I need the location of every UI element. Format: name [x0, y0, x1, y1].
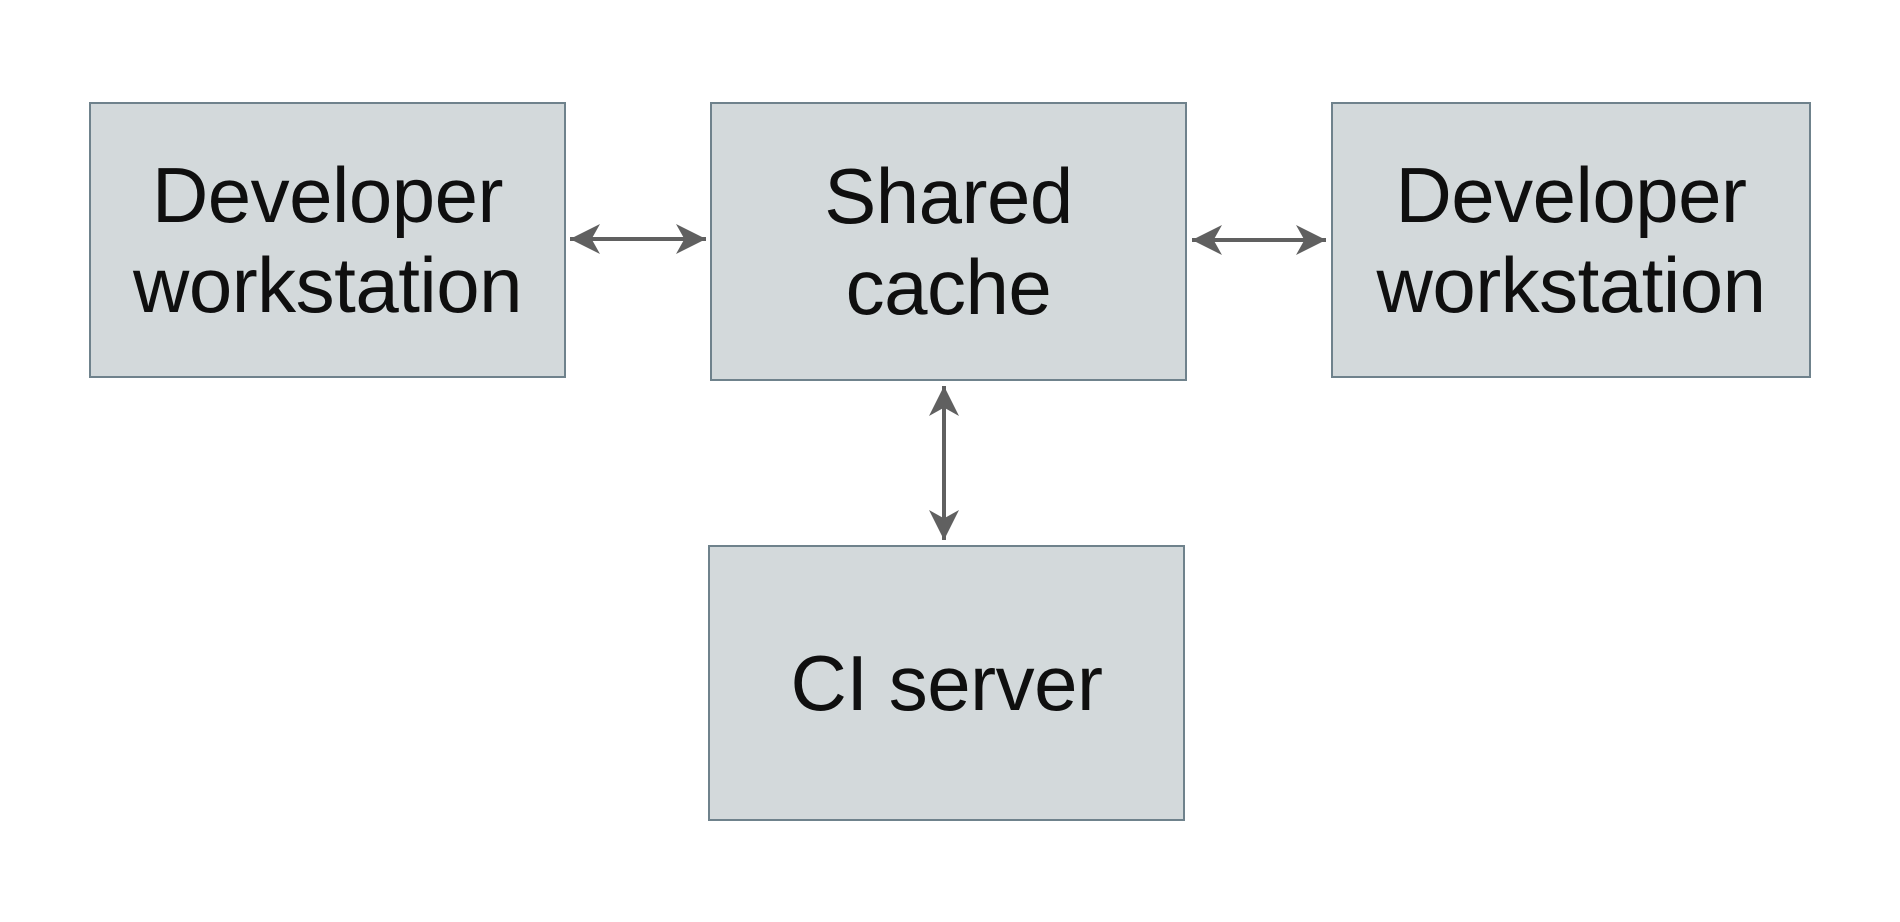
node-shared-cache: Shared cache — [710, 102, 1187, 381]
node-label-line: workstation — [1376, 241, 1767, 329]
node-label-line: workstation — [133, 241, 523, 329]
node-label-line: CI server — [790, 638, 1103, 727]
node-developer-workstation-left: Developer workstation — [89, 102, 566, 378]
node-developer-workstation-right: Developer workstation — [1331, 102, 1811, 378]
node-label-line: Developer — [1395, 150, 1747, 239]
node-label-line: Shared — [824, 152, 1073, 241]
node-label-line: cache — [845, 242, 1052, 331]
node-ci-server: CI server — [708, 545, 1185, 821]
node-label-line: Developer — [151, 150, 504, 239]
